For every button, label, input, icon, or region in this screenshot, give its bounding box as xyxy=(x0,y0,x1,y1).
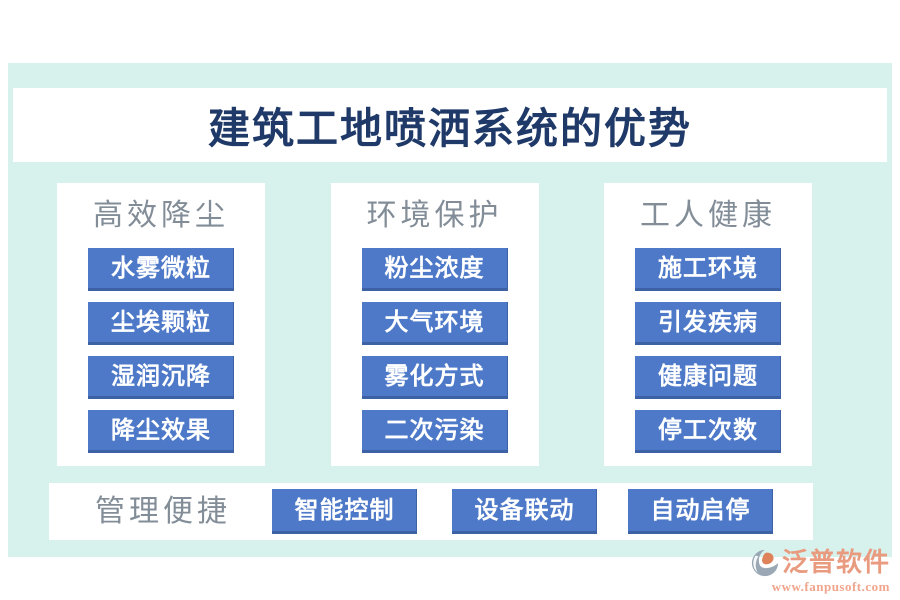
diagram-node: 降尘效果 xyxy=(88,410,234,453)
panel-management-convenience: 管理便捷 智能控制 设备联动 自动启停 xyxy=(49,483,813,540)
title-banner: 建筑工地喷洒系统的优势 xyxy=(13,88,887,162)
diagram-node: 施工环境 xyxy=(635,248,781,291)
watermark-brand-row: 泛普软件 xyxy=(750,548,890,578)
diagram-node: 水雾微粒 xyxy=(88,248,234,291)
panel-environment-protection: 环境保护 粉尘浓度 大气环境 雾化方式 二次污染 xyxy=(330,183,539,466)
columns-row: 高效降尘 水雾微粒 尘埃颗粒 湿润沉降 降尘效果 环境保护 粉尘浓度 大气环境 … xyxy=(57,183,812,466)
panel-header: 工人健康 xyxy=(640,199,776,232)
diagram-node: 设备联动 xyxy=(452,489,597,534)
diagram-node: 智能控制 xyxy=(272,489,417,534)
panel-header: 环境保护 xyxy=(366,199,503,232)
watermark-brand-text: 泛普软件 xyxy=(781,548,890,577)
diagram-node: 雾化方式 xyxy=(361,356,508,399)
diagram-node: 大气环境 xyxy=(361,302,508,345)
panel-worker-health: 工人健康 施工环境 引发疾病 健康问题 停工次数 xyxy=(604,183,812,466)
diagram-node: 自动启停 xyxy=(628,489,773,534)
diagram-node: 停工次数 xyxy=(635,410,781,453)
fanpu-logo-icon xyxy=(751,549,779,577)
panel-dust-reduction: 高效降尘 水雾微粒 尘埃颗粒 湿润沉降 降尘效果 xyxy=(57,183,265,466)
diagram-node: 湿润沉降 xyxy=(88,356,234,399)
panel-header: 管理便捷 xyxy=(95,495,231,528)
panel-header: 高效降尘 xyxy=(93,199,229,232)
diagram-node: 二次污染 xyxy=(361,410,508,453)
watermark: 泛普软件 www.fanpusoft.com xyxy=(750,548,890,595)
diagram-node: 粉尘浓度 xyxy=(361,248,508,291)
watermark-url: www.fanpusoft.com xyxy=(771,579,890,594)
page-title: 建筑工地喷洒系统的优势 xyxy=(207,106,692,153)
diagram-background: 建筑工地喷洒系统的优势 高效降尘 水雾微粒 尘埃颗粒 湿润沉降 降尘效果 环境保… xyxy=(8,63,892,557)
diagram-node: 尘埃颗粒 xyxy=(88,302,234,345)
diagram-node: 健康问题 xyxy=(635,356,781,399)
diagram-node: 引发疾病 xyxy=(635,302,781,345)
